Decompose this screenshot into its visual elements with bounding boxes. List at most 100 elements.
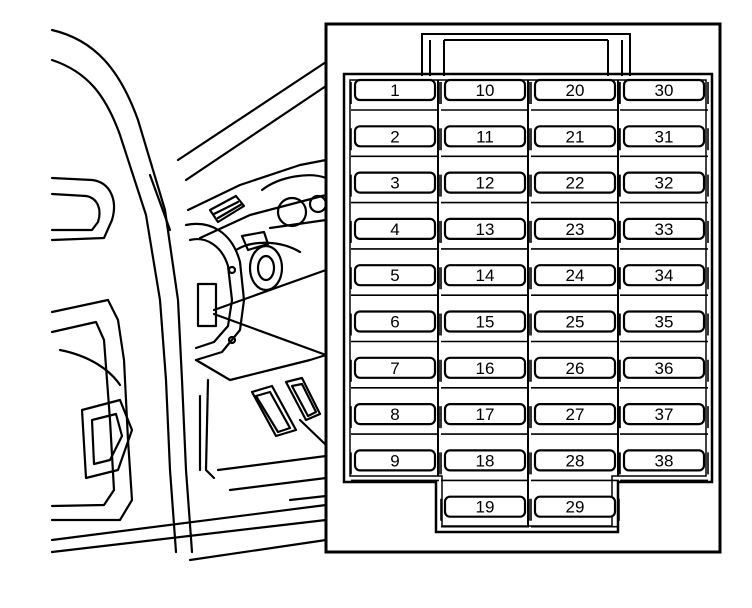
fuse-number: 16 bbox=[476, 359, 495, 378]
fuse-holder bbox=[619, 452, 709, 482]
fuse-holder bbox=[440, 313, 530, 343]
fuse-number: 29 bbox=[566, 498, 585, 517]
fuse-number: 38 bbox=[655, 451, 674, 470]
fuse-body bbox=[533, 171, 617, 194]
fuse-37: 37 bbox=[619, 403, 709, 435]
fuse-holder bbox=[350, 267, 440, 296]
fuse-number: 6 bbox=[390, 313, 399, 332]
fuse-body bbox=[353, 449, 437, 472]
fuse-holder bbox=[350, 452, 440, 482]
fuse-panel-frame bbox=[324, 22, 722, 554]
fuse-number: 27 bbox=[566, 405, 585, 424]
fuse-18: 18 bbox=[440, 449, 530, 482]
fuse-holder bbox=[619, 313, 709, 343]
fuse-34: 34 bbox=[619, 264, 709, 296]
fuse-number: 25 bbox=[566, 313, 585, 332]
fuse-body bbox=[353, 356, 437, 379]
fuse-body bbox=[443, 125, 527, 148]
fuse-33: 33 bbox=[619, 217, 709, 250]
fuse-number: 9 bbox=[390, 451, 399, 470]
fuse-21: 21 bbox=[530, 125, 620, 158]
fuse-holder bbox=[619, 359, 709, 389]
fuse-holder bbox=[440, 174, 530, 204]
fuse-holder bbox=[530, 313, 620, 343]
fuse-number: 26 bbox=[566, 359, 585, 378]
fuse-body bbox=[353, 78, 437, 102]
fuse-36: 36 bbox=[619, 356, 709, 389]
fuse-body bbox=[533, 449, 617, 472]
fuse-holder bbox=[440, 359, 530, 389]
fuse-panel bbox=[324, 22, 722, 554]
fuse-holder bbox=[619, 267, 709, 296]
fuse-body bbox=[353, 310, 437, 333]
fuse-body bbox=[443, 356, 527, 379]
fuse-holder bbox=[350, 220, 440, 250]
fuse-32: 32 bbox=[619, 171, 709, 204]
fuse-number: 10 bbox=[476, 81, 495, 100]
fuse-body bbox=[443, 264, 527, 287]
fuse-holder bbox=[530, 498, 620, 528]
fuse-body bbox=[533, 356, 617, 379]
fuse-holder bbox=[619, 406, 709, 435]
fuse-body bbox=[443, 217, 527, 240]
fuse-4: 4 bbox=[350, 217, 440, 250]
fuse-holder bbox=[440, 128, 530, 158]
fuse-holder bbox=[619, 174, 709, 204]
fuse-body bbox=[533, 78, 617, 102]
fuse-number: 17 bbox=[476, 405, 495, 424]
fuse-body bbox=[533, 403, 617, 426]
fuse-holder bbox=[350, 359, 440, 389]
fuse-box-top-connector bbox=[421, 33, 631, 76]
fuse-26: 26 bbox=[530, 356, 620, 389]
fuse-number: 13 bbox=[476, 220, 495, 239]
fuse-holder bbox=[350, 406, 440, 435]
fuse-body bbox=[353, 264, 437, 287]
fuse-2: 2 bbox=[350, 125, 440, 158]
fuse-25: 25 bbox=[530, 310, 620, 343]
fuse-17: 17 bbox=[440, 403, 530, 435]
fuse-number: 36 bbox=[655, 359, 674, 378]
fuse-body bbox=[353, 171, 437, 194]
fuse-38: 38 bbox=[619, 449, 709, 482]
fuse-holder bbox=[440, 498, 530, 528]
fuse-body bbox=[622, 449, 706, 472]
fuse-holder bbox=[440, 82, 530, 111]
fuse-number: 30 bbox=[655, 81, 674, 100]
fuse-body bbox=[353, 217, 437, 240]
fuse-holder bbox=[530, 406, 620, 435]
fuse-box-outline bbox=[342, 72, 714, 534]
fuse-10: 10 bbox=[440, 78, 530, 111]
fuse-22: 22 bbox=[530, 171, 620, 204]
fuse-31: 31 bbox=[619, 125, 709, 158]
fuse-body bbox=[533, 217, 617, 240]
fuse-number: 21 bbox=[566, 127, 585, 146]
fuse-11: 11 bbox=[440, 125, 530, 158]
fuse-5: 5 bbox=[350, 264, 440, 296]
fuse-body bbox=[533, 125, 617, 148]
fuse-8: 8 bbox=[350, 403, 440, 435]
fuse-number: 22 bbox=[566, 174, 585, 193]
fuse-number: 23 bbox=[566, 220, 585, 239]
fuse-body bbox=[443, 78, 527, 102]
fuse-number: 11 bbox=[476, 127, 494, 146]
fuse-body bbox=[443, 495, 527, 518]
fuse-number: 14 bbox=[476, 266, 495, 285]
fuse-body bbox=[622, 264, 706, 287]
fuse-holder bbox=[530, 174, 620, 204]
fuse-19: 19 bbox=[440, 495, 530, 528]
fuse-number: 19 bbox=[476, 498, 495, 517]
fuse-body bbox=[622, 171, 706, 194]
fuse-holder bbox=[440, 406, 530, 435]
fuse-body bbox=[533, 495, 617, 518]
fuse-14: 14 bbox=[440, 264, 530, 296]
fuse-number: 35 bbox=[655, 313, 674, 332]
fuse-15: 15 bbox=[440, 310, 530, 343]
fuse-number: 33 bbox=[655, 220, 674, 239]
fuse-6: 6 bbox=[350, 310, 440, 343]
fuse-body bbox=[353, 125, 437, 148]
fuse-body bbox=[622, 310, 706, 333]
fuse-holder bbox=[350, 313, 440, 343]
fuse-number: 4 bbox=[390, 220, 399, 239]
fuse-holder bbox=[440, 452, 530, 482]
fuse-holder bbox=[350, 174, 440, 204]
